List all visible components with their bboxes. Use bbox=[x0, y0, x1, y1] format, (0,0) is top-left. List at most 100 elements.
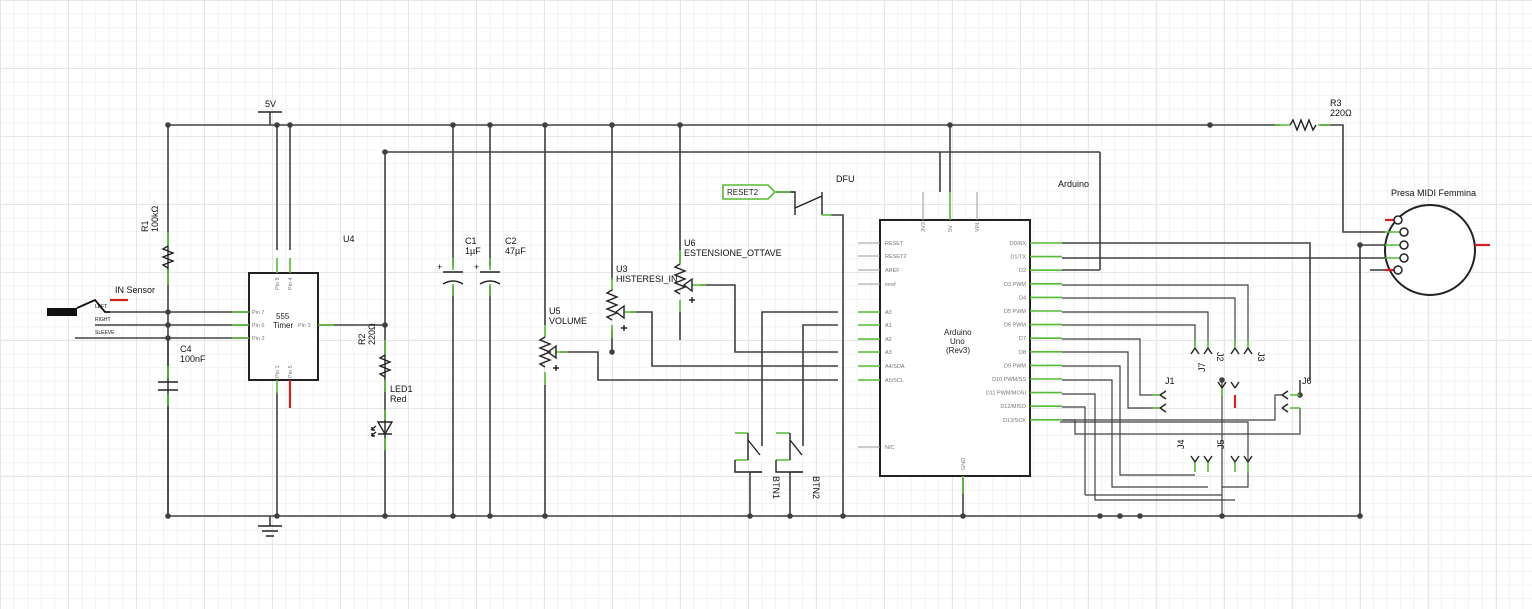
arduino-right-pin-label: D1/TX bbox=[1010, 255, 1026, 261]
arduino-top-pin-label: 5V bbox=[948, 225, 954, 232]
vcc-5v-symbol: 5V bbox=[258, 99, 282, 113]
c2-name: C2 bbox=[505, 236, 517, 246]
r2-name: R2 bbox=[357, 333, 367, 345]
reset2-net-tag: RESET2 bbox=[722, 184, 777, 200]
timer-pin2: Pin 2 bbox=[252, 336, 265, 342]
c2-value: 47µF bbox=[505, 246, 526, 256]
r1-resistor: R1 100kΩ bbox=[140, 205, 175, 285]
u5-potentiometer: U5 VOLUME bbox=[538, 306, 587, 385]
j5-label: J5 bbox=[1216, 439, 1226, 449]
u5-value: VOLUME bbox=[549, 316, 587, 326]
timer-title-555: 555 bbox=[276, 312, 290, 321]
u6-value: ESTENSIONE_OTTAVE bbox=[684, 248, 782, 258]
arduino-left-pin-label: A4/SDA bbox=[885, 364, 905, 370]
arduino-uno: Arduino Uno (Rev3) RESETRESET2AREFiorefA… bbox=[858, 192, 1062, 494]
in-sensor-jack: IN Sensor LEFT RIGHT SLEEVE bbox=[47, 285, 155, 336]
j7-label: J7 bbox=[1197, 362, 1207, 372]
arduino-right-pin-label: D4 bbox=[1019, 295, 1026, 301]
led1-value: Red bbox=[390, 394, 407, 404]
arduino-right-pin-label: D9 PWM bbox=[1004, 363, 1026, 369]
r2-resistor: R2 220Ω bbox=[357, 323, 392, 392]
arduino-right-pin-label: D11 PWM/MOSI bbox=[986, 391, 1027, 397]
arduino-left-pin-label: A2 bbox=[885, 337, 892, 343]
j1-label: J1 bbox=[1165, 376, 1175, 386]
arduino-left-pin-label: A0 bbox=[885, 310, 892, 316]
jack-j6: J6 bbox=[1281, 376, 1312, 413]
arduino-right-pin-label: D2 bbox=[1019, 268, 1026, 274]
arduino-left-pin-label: A3 bbox=[885, 350, 892, 356]
in-sensor-label: IN Sensor bbox=[115, 285, 155, 295]
arduino-left-pins: RESETRESET2AREFiorefA0A1A2A3A4/SDAA5/SCL… bbox=[858, 241, 906, 451]
timer-title-timer: Timer bbox=[273, 321, 293, 330]
jack-j3: J3 bbox=[1230, 340, 1266, 362]
jack-j5: J5 bbox=[1216, 439, 1253, 472]
arduino-right-pin-label: D10 PWM/SS bbox=[992, 377, 1026, 383]
j6-label: J6 bbox=[1302, 376, 1312, 386]
u4-label: U4 bbox=[343, 234, 355, 244]
timer-555: 555 Timer Pin 7 Pin 6 Pin 2 Pin 3 Pin 8 … bbox=[232, 258, 334, 408]
midi-connector: Presa MIDI Femmina bbox=[1384, 188, 1490, 296]
arduino-ref-label: Arduino bbox=[1058, 179, 1089, 189]
dfu-button: DFU bbox=[776, 174, 855, 216]
u5-name: U5 bbox=[549, 306, 561, 316]
wires bbox=[75, 112, 1385, 517]
arduino-right-pin-label: D7 bbox=[1019, 336, 1026, 342]
btn1-button: BTN1 bbox=[734, 432, 781, 499]
timer-pin6: Pin 6 bbox=[252, 323, 265, 329]
arduino-left-pin-label: ioref bbox=[885, 282, 896, 288]
led1: LED1 Red bbox=[370, 384, 413, 450]
ground-symbol bbox=[258, 516, 282, 537]
c4-capacitor: C4 100nF bbox=[158, 344, 206, 406]
timer-pin7: Pin 7 bbox=[252, 310, 265, 316]
timer-pin5: Pin 5 bbox=[288, 365, 294, 378]
j3-label: J3 bbox=[1256, 352, 1266, 362]
c4-name: C4 bbox=[180, 344, 192, 354]
r3-value: 220Ω bbox=[1330, 108, 1352, 118]
jack-right-label: RIGHT bbox=[95, 317, 111, 323]
arduino-title-c: (Rev3) bbox=[946, 346, 970, 355]
arduino-left-pin-label: RESET2 bbox=[885, 254, 906, 260]
u6-name: U6 bbox=[684, 238, 696, 248]
dfu-label: DFU bbox=[836, 174, 855, 184]
arduino-title-a: Arduino bbox=[944, 328, 972, 337]
c1-value: 1µF bbox=[465, 246, 481, 256]
svg-text:+: + bbox=[474, 262, 479, 272]
r3-name: R3 bbox=[1330, 98, 1342, 108]
arduino-right-pin-label: D12/MISO bbox=[1000, 404, 1026, 410]
timer-pin4: Pin 4 bbox=[288, 277, 294, 290]
jack-j1: J1 bbox=[1152, 376, 1175, 413]
jack-left-label: LEFT bbox=[95, 304, 107, 310]
arduino-left-pin-label: AREF bbox=[885, 268, 900, 274]
btn2-button: BTN2 bbox=[775, 432, 821, 499]
u3-name: U3 bbox=[616, 264, 628, 274]
u6-potentiometer: U6 ESTENSIONE_OTTAVE bbox=[673, 238, 782, 312]
arduino-right-pin-label: D0/RX bbox=[1010, 241, 1027, 247]
btn2-label: BTN2 bbox=[811, 476, 821, 499]
u3-potentiometer: U3 HISTERESI_IN bbox=[605, 264, 678, 338]
r1-value: 100kΩ bbox=[150, 205, 160, 232]
arduino-right-pin-label: D6 PWM bbox=[1004, 323, 1026, 329]
vcc-label: 5V bbox=[265, 99, 276, 109]
led1-name: LED1 bbox=[390, 384, 413, 394]
r1-name: R1 bbox=[140, 220, 150, 232]
c2-capacitor: + C2 47µF bbox=[474, 236, 526, 296]
u3-value: HISTERESI_IN bbox=[616, 274, 678, 284]
jack-j7: J7 bbox=[1197, 362, 1240, 408]
timer-pin8: Pin 8 bbox=[275, 277, 281, 290]
timer-pin1: Pin 1 bbox=[275, 365, 281, 378]
j2-label: J2 bbox=[1215, 352, 1225, 362]
arduino-right-pin-label: D3 PWM bbox=[1004, 282, 1026, 288]
arduino-top-pin-label: VIN bbox=[975, 223, 981, 232]
midi-label: Presa MIDI Femmina bbox=[1391, 188, 1476, 198]
arduino-left-pin-label: N/C bbox=[885, 445, 895, 451]
jack-j2: J2 bbox=[1190, 340, 1225, 362]
arduino-left-pin-label: A1 bbox=[885, 323, 892, 329]
r3-resistor: R3 220Ω bbox=[1275, 98, 1352, 132]
r2-value: 220Ω bbox=[367, 323, 377, 345]
reset2-tag-label: RESET2 bbox=[727, 188, 759, 197]
timer-pin3: Pin 3 bbox=[298, 323, 311, 329]
c1-name: C1 bbox=[465, 236, 477, 246]
